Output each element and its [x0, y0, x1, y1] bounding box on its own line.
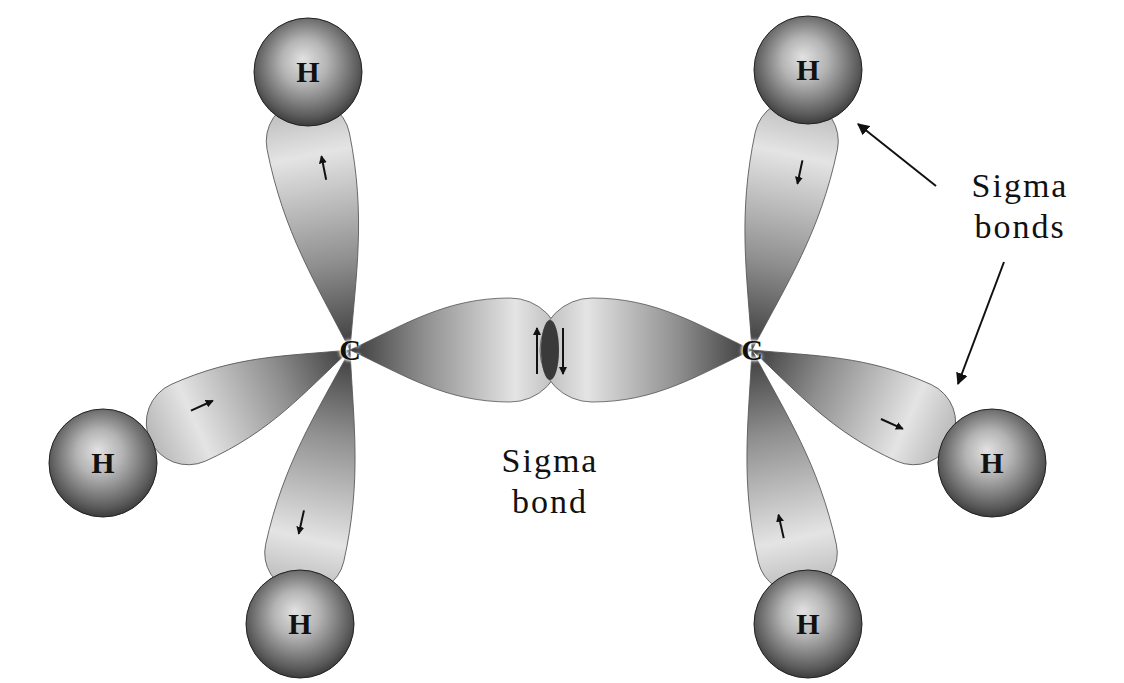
hydrogen-atom: H — [253, 17, 363, 127]
hydrogen-atom: H — [48, 408, 158, 518]
atom-symbol: H — [796, 609, 819, 639]
hydrogen-atom: H — [937, 408, 1047, 518]
orbital-lobe — [259, 92, 391, 358]
orbital-lobe — [711, 91, 846, 358]
orbital-overlap — [541, 320, 559, 380]
orbital-lobe — [257, 341, 389, 600]
spin-arrow — [321, 156, 326, 180]
atom-symbol: H — [980, 448, 1003, 478]
atom-symbol: H — [288, 609, 311, 639]
spin-arrow — [562, 328, 564, 374]
atom-symbol: H — [296, 57, 319, 87]
orbital-lobes — [133, 91, 969, 600]
spin-arrow — [797, 160, 802, 183]
orbital-lobe — [350, 298, 562, 402]
leader-line — [858, 124, 936, 186]
hydrogen-atom: H — [753, 15, 863, 125]
spin-arrow — [779, 515, 784, 538]
hydrogen-atom: H — [753, 569, 863, 679]
hydrogen-atom: H — [245, 569, 355, 679]
bond-label: Sigma bonds — [945, 166, 1095, 248]
leader-line — [958, 262, 1004, 384]
bond-label: Sigma bond — [480, 441, 620, 523]
orbital-lobe — [540, 298, 752, 402]
spin-arrow — [881, 419, 903, 429]
atom-symbol: C — [330, 335, 370, 365]
spin-arrow — [299, 510, 304, 533]
atom-symbol: H — [91, 448, 114, 478]
spin-arrows — [191, 156, 903, 538]
atom-symbol: C — [732, 335, 772, 365]
atom-symbol: H — [796, 55, 819, 85]
spin-arrow — [191, 401, 213, 411]
spin-arrow — [536, 328, 538, 374]
orbital-lobe — [713, 341, 845, 600]
